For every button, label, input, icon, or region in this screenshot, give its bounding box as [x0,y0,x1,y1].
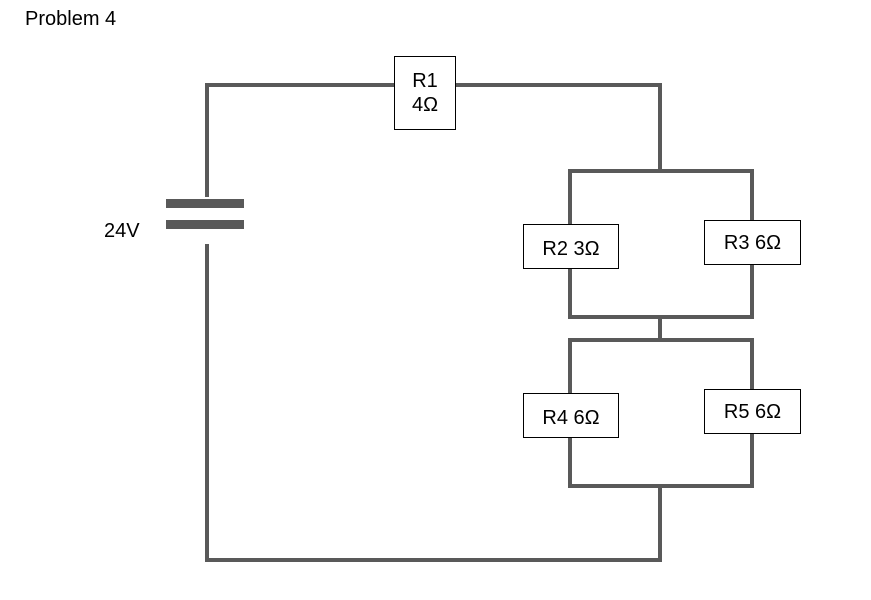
resistor-r1: R1 4Ω [394,56,456,130]
resistor-r5: R5 6Ω [704,389,801,434]
problem-title: Problem 4 [25,8,117,30]
battery-plate-negative [166,220,244,229]
resistor-r1-name: R1 [412,70,438,92]
battery-plate-positive [166,199,244,208]
resistor-r2: R2 3Ω [523,224,619,269]
battery-voltage-label: 24V [104,220,140,242]
resistor-r5-label: R5 6Ω [723,400,782,423]
resistor-r3-label: R3 6Ω [723,231,782,254]
resistor-r2-label: R2 3Ω [542,237,600,260]
resistor-r4-label: R4 6Ω [542,406,600,429]
resistor-r3: R3 6Ω [704,220,801,265]
resistor-r1-value: 4Ω [411,94,439,116]
resistor-r4: R4 6Ω [523,393,619,438]
